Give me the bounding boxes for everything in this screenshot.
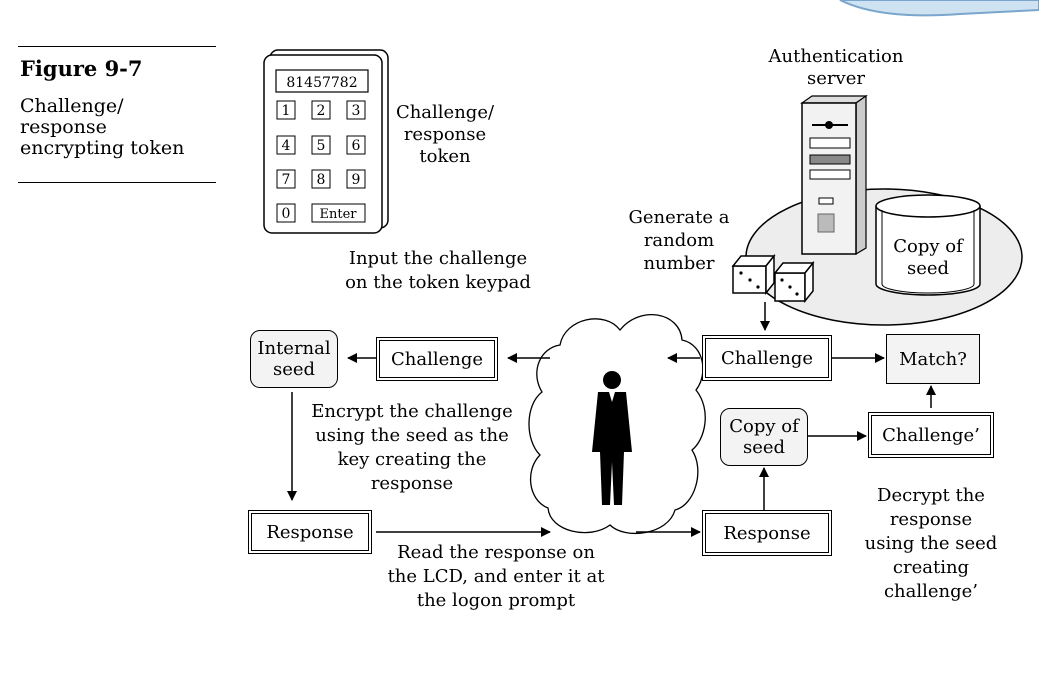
label-line: Input the challenge [348, 248, 528, 269]
key-7: 7 [282, 172, 291, 188]
key-enter: Enter [320, 207, 358, 222]
challenge-box-left: Challenge [376, 337, 498, 381]
caption-line: response [20, 116, 107, 138]
user-cloud-icon [528, 314, 706, 535]
token-device-icon: 81457782 1 2 3 4 5 6 7 8 9 0 Enter [263, 49, 389, 234]
label-line: Encrypt the challenge [311, 401, 513, 422]
box-line: Copy of [729, 416, 799, 437]
key-5: 5 [317, 138, 326, 154]
label-line: Generate a [628, 207, 730, 228]
figure-caption: Challenge/ response encrypting token [20, 96, 220, 159]
label-line: using the seed [864, 533, 998, 554]
challenge-box-right: Challenge [702, 335, 832, 381]
label-line: Decrypt the [877, 485, 985, 506]
label-line: challenge’ [883, 581, 979, 602]
key-0: 0 [282, 206, 291, 222]
dice-icon [731, 253, 815, 304]
label-line: server [807, 68, 865, 89]
label-line: Authentication [768, 46, 904, 67]
key-6: 6 [352, 138, 361, 154]
server-seed-label: Copy of seed [883, 236, 973, 280]
label-line: Copy of [893, 236, 963, 257]
label-line: using the seed as the [315, 425, 509, 446]
seed-database-icon [875, 194, 981, 296]
box-line: Internal [257, 338, 331, 359]
caption-line: encrypting token [20, 137, 185, 159]
caption-line: Challenge/ [20, 95, 124, 117]
label-line: response [403, 124, 487, 145]
label-line: token [419, 146, 471, 167]
response-box-right: Response [702, 510, 832, 556]
label-line: the LCD, and enter it at [387, 566, 605, 587]
key-3: 3 [352, 103, 361, 119]
box-line: seed [272, 359, 316, 380]
label-line: seed [906, 258, 950, 279]
token-label: Challenge/ response token [386, 102, 504, 168]
key-8: 8 [317, 172, 326, 188]
key-4: 4 [282, 138, 291, 154]
connector-arrows [287, 302, 936, 537]
decrypt-annotation: Decrypt the response using the seed crea… [846, 484, 1016, 604]
key-2: 2 [317, 103, 326, 119]
corner-swoosh-icon [839, 0, 1039, 17]
label-line: Read the response on [397, 542, 595, 563]
response-box-left: Response [248, 510, 372, 554]
label-line: response [889, 509, 973, 530]
key-1: 1 [282, 103, 291, 119]
box-line: seed [742, 437, 786, 458]
key-9: 9 [352, 172, 361, 188]
token-display-text: 81457782 [286, 75, 357, 91]
label-line: response [370, 473, 454, 494]
encrypt-annotation: Encrypt the challenge using the seed as … [296, 400, 528, 496]
read-response-annotation: Read the response on the LCD, and enter … [372, 541, 620, 613]
label-line: on the token keypad [345, 272, 531, 293]
label-line: Challenge/ [395, 102, 495, 123]
label-line: random [643, 230, 715, 251]
caption-top-rule [18, 46, 216, 47]
internal-seed-box: Internal seed [250, 330, 338, 388]
figure-number: Figure 9-7 [20, 56, 143, 81]
label-line: key creating the [337, 449, 487, 470]
label-line: the logon prompt [416, 590, 576, 611]
challenge-prime-box: Challenge’ [868, 412, 994, 458]
label-line: creating [892, 557, 970, 578]
copy-of-seed-box: Copy of seed [720, 408, 808, 466]
server-label: Authentication server [756, 46, 916, 90]
server-tower-icon [800, 94, 868, 256]
label-line: number [643, 253, 715, 274]
caption-bottom-rule [18, 182, 216, 183]
input-challenge-annotation: Input the challenge on the token keypad [328, 247, 548, 295]
match-box: Match? [886, 334, 980, 384]
random-number-label: Generate a random number [624, 206, 734, 275]
